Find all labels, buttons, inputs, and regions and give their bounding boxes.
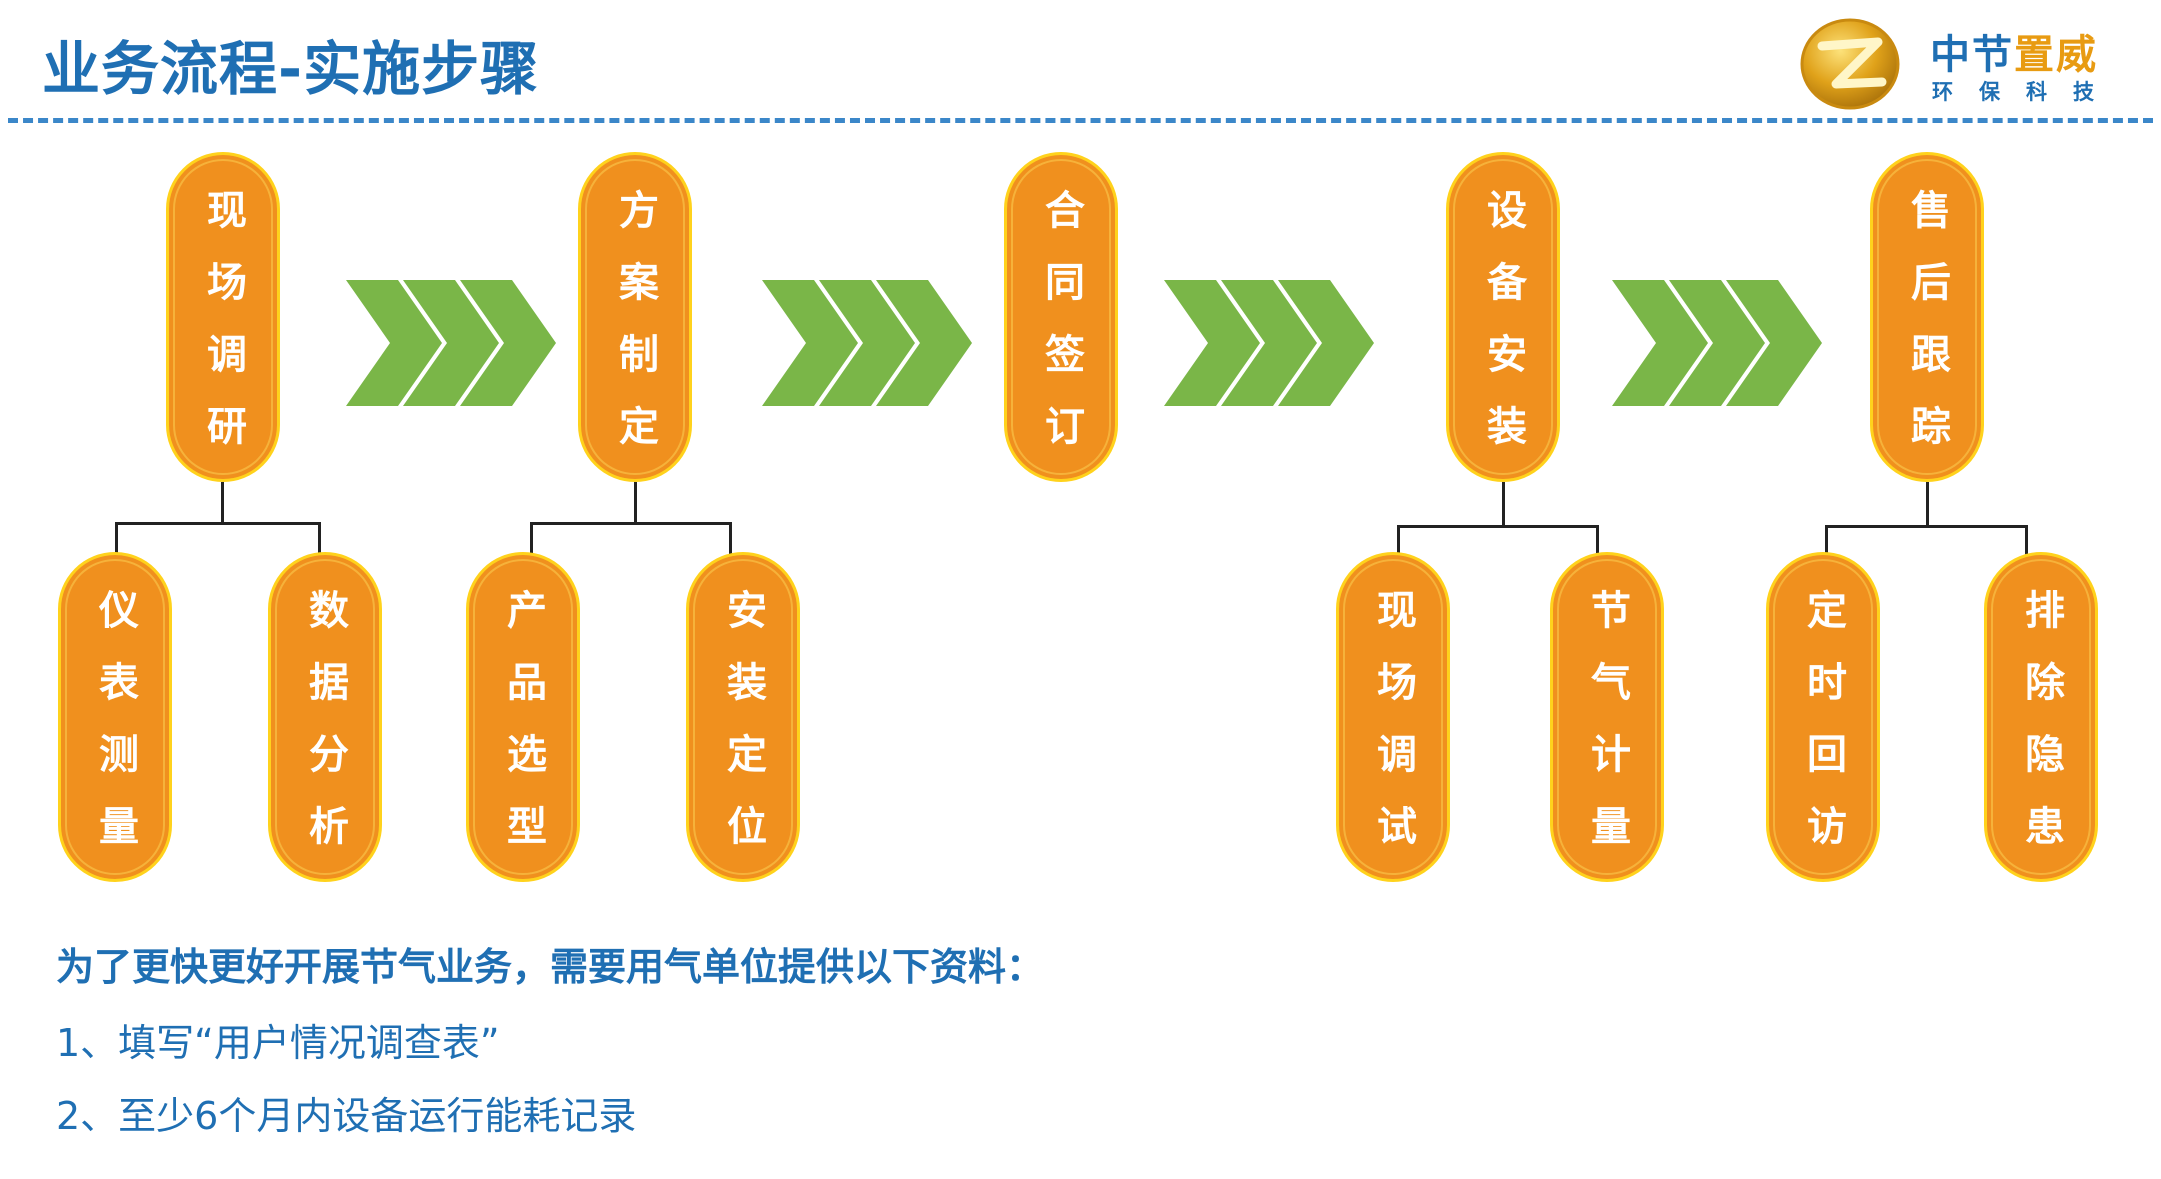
connector-line [115,522,118,554]
substep-data-analysis: 数据分析 [268,552,382,882]
substep-label: 安装定位 [720,589,766,877]
logo-name: 中节置威 [1930,22,2098,80]
connector-line [729,522,732,554]
connector-line [530,522,533,554]
step-equipment-install: 设备安装 [1446,152,1560,482]
logo-name-part2: 置威 [2014,32,2098,78]
connector-line [634,482,637,524]
notes-item: 2、至少6个月内设备运行能耗记录 [56,1094,637,1138]
connector-line [1502,482,1505,527]
connector-line [530,522,732,525]
step-plan-design: 方案制定 [578,152,692,482]
chevron-arrow-icon [1612,280,1822,406]
step-contract-signing: 合同签订 [1004,152,1118,482]
substep-label: 仪表测量 [92,589,138,877]
step-label: 现场调研 [200,189,246,477]
connector-line [115,522,320,525]
connector-line [1596,525,1599,555]
substep-label: 定时回访 [1800,589,1846,877]
notes-item: 1、填写“用户情况调查表” [56,1021,500,1065]
substep-onsite-debug: 现场调试 [1336,552,1450,882]
logo-emblem-icon [1800,18,1900,110]
connector-line [1397,525,1400,555]
connector-line [1825,525,2028,528]
chevron-arrow-icon [346,280,556,406]
substep-eliminate-hazards: 排除隐患 [1984,552,2098,882]
step-label: 方案制定 [612,189,658,477]
chevron-arrow-icon [1164,280,1374,406]
substep-label: 数据分析 [302,589,348,877]
chevron-arrow-icon [762,280,972,406]
step-label: 设备安装 [1480,189,1526,477]
header-divider [8,118,2153,123]
company-logo: 中节置威 环保科技 [1796,8,2136,116]
logo-subtitle: 环保科技 [1932,80,2120,104]
connector-line [1825,525,1828,555]
connector-line [318,522,321,554]
notes-heading: 为了更快更好开展节气业务，需要用气单位提供以下资料： [56,945,1045,989]
substep-regular-visit: 定时回访 [1766,552,1880,882]
connector-line [1397,525,1599,528]
logo-name-part1: 中节 [1930,32,2014,78]
substep-install-positioning: 安装定位 [686,552,800,882]
substep-gas-metering: 节气计量 [1550,552,1664,882]
substep-label: 产品选型 [500,589,546,877]
substep-product-selection: 产品选型 [466,552,580,882]
step-label: 合同签订 [1038,189,1084,477]
step-after-sales: 售后跟踪 [1870,152,1984,482]
substep-label: 现场调试 [1370,589,1416,877]
connector-line [2025,525,2028,555]
page-title: 业务流程-实施步骤 [42,35,540,103]
step-label: 售后跟踪 [1904,189,1950,477]
substep-label: 节气计量 [1584,589,1630,877]
substep-label: 排除隐患 [2018,589,2064,877]
substep-meter-measurement: 仪表测量 [58,552,172,882]
connector-line [221,482,224,524]
connector-line [1926,482,1929,527]
step-site-survey: 现场调研 [166,152,280,482]
